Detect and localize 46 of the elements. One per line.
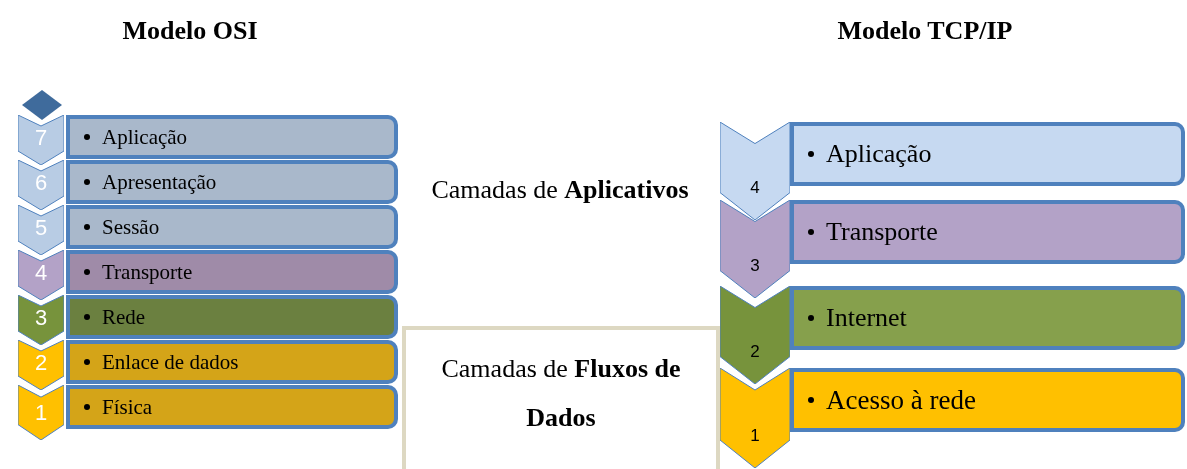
layer-number: 4 — [750, 178, 760, 198]
layer-name: Sessão — [102, 214, 160, 240]
heading: Modelo TCP/IP — [836, 15, 1014, 47]
layer-bar — [66, 115, 398, 159]
chevron-shape — [720, 286, 790, 384]
chevron-shape — [720, 200, 790, 298]
chevron-shape — [18, 115, 64, 165]
chevron-shape — [18, 295, 64, 345]
layer-number: 4 — [34, 260, 48, 286]
chevron-shape — [720, 368, 790, 468]
layer-bar — [66, 160, 398, 204]
heading: Modelo OSI — [121, 15, 259, 47]
layer-number: 1 — [750, 426, 760, 446]
layer-bar — [66, 205, 398, 249]
layer-number: 1 — [34, 400, 48, 426]
diamond-shape — [22, 90, 62, 120]
layer-name: Apresentação — [102, 169, 217, 195]
layer-bar — [66, 250, 398, 294]
layer-name: Internet — [826, 303, 907, 333]
group-title: Camadas de Fluxos de Dados — [440, 353, 682, 435]
layer-name: Aplicação — [826, 139, 932, 169]
layer-name: Enlace de dados — [102, 349, 239, 375]
layer-number: 2 — [34, 350, 48, 376]
chevron-shape — [18, 385, 64, 440]
layer-bar — [66, 385, 398, 429]
layer-number: 3 — [34, 305, 48, 331]
chevron-shape — [18, 250, 64, 300]
chevron-shape — [18, 160, 64, 210]
layer-name: Aplicação — [102, 124, 188, 150]
layer-name: Rede — [102, 304, 146, 330]
chevron-shape — [18, 205, 64, 255]
layer-name: Física — [102, 394, 153, 420]
layer-name: Transporte — [102, 259, 193, 285]
layer-name: Transporte — [826, 217, 938, 247]
layer-bar — [66, 295, 398, 339]
layer-number: 6 — [34, 170, 48, 196]
layer-number: 5 — [34, 215, 48, 241]
layer-bar — [790, 286, 1185, 350]
layer-number: 3 — [750, 256, 760, 276]
layer-name: Acesso à rede — [826, 384, 976, 416]
chevron-shape — [720, 122, 790, 220]
layer-number: 2 — [750, 342, 760, 362]
layer-group-label: Camadas de Aplicativos — [430, 174, 690, 206]
chevron-shape — [18, 340, 64, 390]
layer-number: 7 — [34, 125, 48, 151]
layer-bar — [66, 340, 398, 384]
